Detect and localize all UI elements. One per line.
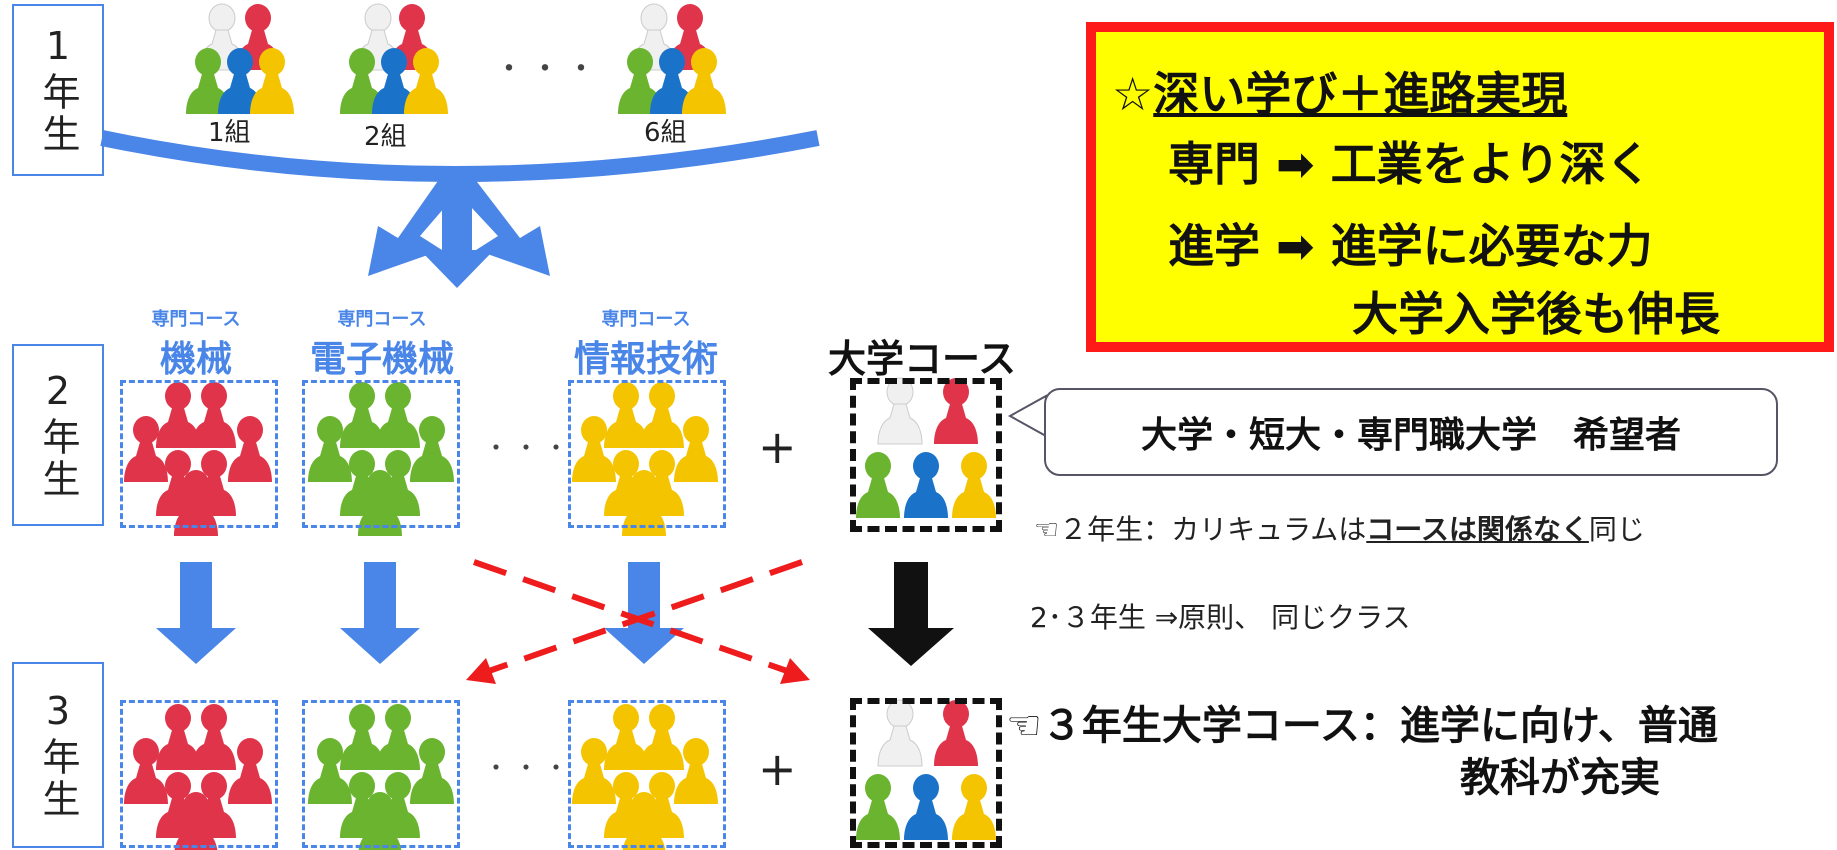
red-arrow-head-left	[466, 658, 496, 684]
down-arrow-kikai	[156, 562, 236, 664]
course-box-joho-y3	[568, 700, 726, 848]
down-arrow-denshi	[340, 562, 420, 664]
note-curriculum-underlined: コースは関係なく	[1366, 513, 1589, 546]
goal-line-1-text: 深い学び＋進路実現	[1153, 67, 1568, 121]
gathering-curve	[100, 130, 820, 182]
univ-box-y3	[850, 698, 1002, 848]
class-label-1: 1組	[208, 118, 251, 148]
plus-y2: +	[758, 420, 797, 474]
class-group-6-figures	[618, 3, 726, 114]
year-box-2: 2年生	[12, 344, 104, 526]
course-box-denshikikai-y3	[302, 700, 460, 848]
class-ellipsis: ・・・	[494, 52, 602, 87]
course-box-joho-y2	[568, 380, 726, 528]
note-univ-y3: ☜３年生大学コース：進学に向け、普通 教科が充実	[1006, 700, 1834, 804]
course-prefix-joho: 専門コース	[601, 309, 691, 330]
down-arrow-joho	[604, 562, 684, 664]
course-box-kikai-y2	[120, 380, 278, 528]
plus-y3: +	[758, 742, 797, 796]
note-curriculum: ☜２年生：カリキュラムはコースは関係なく同じ	[1034, 508, 1645, 548]
goal-line-1: ☆深い学び＋進路実現	[1112, 58, 1567, 124]
course-name-joho: 情報技術	[573, 339, 718, 380]
course-ellipsis-y3: ・・・	[484, 754, 574, 782]
callout-pointer	[1007, 394, 1047, 438]
year-label-1: 1年生	[36, 24, 80, 156]
course-ellipsis-y2: ・・・	[484, 434, 574, 462]
note-curriculum-prefix: ☜２年生：カリキュラムは	[1034, 513, 1367, 546]
red-arrow-head-right	[780, 658, 810, 684]
year-box-1: 1年生	[12, 4, 104, 176]
class-group-2-figures	[340, 3, 448, 114]
down-arrow-univ	[868, 562, 954, 666]
note-univ-y3-line1: ☜３年生大学コース：進学に向け、普通	[1006, 703, 1718, 749]
year-label-3: 3年生	[36, 689, 80, 821]
note-univ-y3-line2: 教科が充実	[1460, 755, 1660, 801]
course-box-kikai-y3	[120, 700, 278, 848]
univ-callout: 大学・短大・専門職大学 希望者	[1044, 388, 1778, 476]
course-name-kikai: 機械	[159, 339, 232, 380]
univ-callout-text: 大学・短大・専門職大学 希望者	[1140, 415, 1681, 456]
class-label-2: 2組	[364, 122, 407, 152]
year-label-2: 2年生	[36, 369, 80, 501]
univ-course-title: 大学コース	[828, 337, 1017, 381]
red-transfer-arrows	[473, 559, 803, 675]
goal-line-3: 進学 ➡ 進学に必要な力	[1168, 219, 1653, 273]
note-curriculum-suffix: 同じ	[1588, 513, 1645, 546]
down-arrows	[156, 562, 684, 664]
course-name-denshikikai: 電子機械	[309, 339, 454, 380]
course-box-denshikikai-y2	[302, 380, 460, 528]
star-icon: ☆	[1112, 67, 1154, 121]
course-prefix-denshikikai: 専門コース	[337, 309, 427, 330]
goal-line-4: 大学入学後も伸長	[1352, 287, 1720, 341]
course-prefix-kikai: 専門コース	[151, 309, 241, 330]
class-group-1-figures	[186, 3, 294, 114]
year-box-3: 3年生	[12, 662, 104, 848]
goal-highlight-box: ☆深い学び＋進路実現 専門 ➡ 工業をより深く 進学 ➡ 進学に必要な力 大学入…	[1086, 22, 1834, 352]
diverging-arrows	[368, 178, 550, 288]
class-label-6: 6組	[644, 118, 687, 148]
univ-box-y2	[850, 378, 1002, 532]
goal-line-2: 専門 ➡ 工業をより深く	[1168, 137, 1652, 191]
note-same-class: 2･３年生 ⇒原則、 同じクラス	[1030, 601, 1411, 634]
